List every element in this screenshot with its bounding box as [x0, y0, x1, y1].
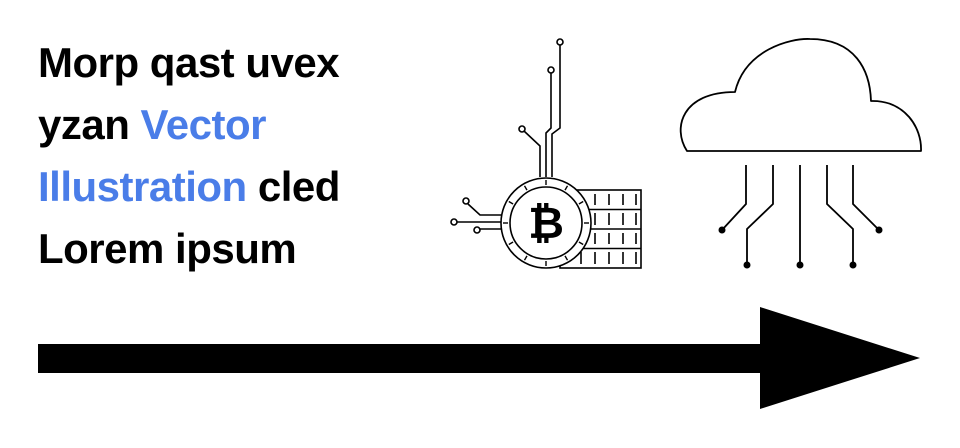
- headline-line-1: Morp qast uvex: [38, 39, 340, 86]
- cloud-network-icon: [679, 38, 922, 269]
- headline-line-4: Lorem ipsum: [38, 225, 297, 272]
- headline: Morp qast uvex yzan Vector Illustration …: [38, 32, 438, 280]
- coin-rim-ticks: [503, 180, 589, 266]
- headline-accent-vector: Vector: [140, 101, 267, 148]
- headline-line-2: yzan Vector: [38, 101, 267, 148]
- right-arrow-icon: [38, 307, 920, 409]
- bitcoin-coin-circuit-icon: ₿: [450, 38, 642, 269]
- headline-accent-illustration: Illustration: [38, 163, 247, 210]
- bitcoin-symbol: ₿: [528, 199, 564, 248]
- headline-line-3: Illustration cled: [38, 163, 340, 210]
